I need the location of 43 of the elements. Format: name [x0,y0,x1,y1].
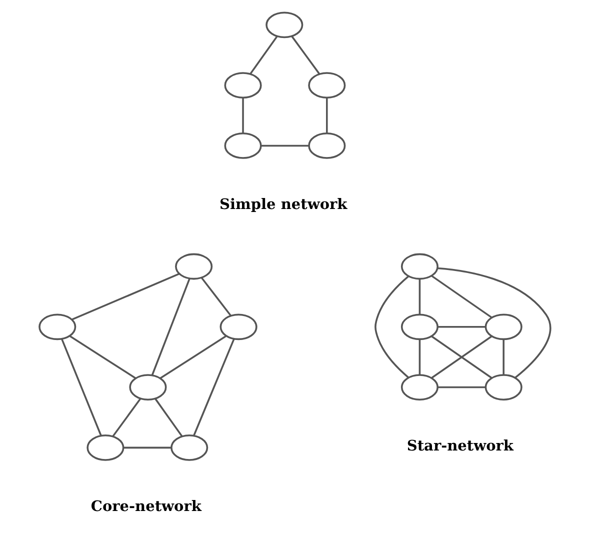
connector [418,339,421,375]
label: Core-network [90,498,202,515]
connector [60,338,102,436]
connector [193,338,235,436]
connector [151,278,190,376]
connector [418,278,421,314]
connector [431,275,492,318]
connector [261,144,309,147]
connector [374,276,410,378]
node-ellipse [266,12,304,38]
node-ellipse [129,374,167,400]
connector [291,36,320,74]
connector [502,339,504,375]
label: Star-network [406,437,514,454]
connector [438,267,552,378]
node-ellipse [224,72,262,99]
connector [438,326,486,328]
node-ellipse [170,434,208,461]
connector [326,98,328,134]
node-ellipse [400,314,438,340]
connector [72,273,180,320]
connector [123,446,172,449]
label: Simple network [220,196,348,213]
node-ellipse [38,314,76,340]
connector [112,398,142,437]
connector [431,336,492,379]
node-ellipse [484,314,522,340]
node-ellipse [308,72,346,99]
node-ellipse [484,374,522,400]
node-ellipse [224,132,262,159]
connector [69,335,136,379]
node-ellipse [308,132,346,159]
connector [438,386,486,388]
node-ellipse [400,253,438,280]
connector [250,36,278,75]
connector [200,277,232,316]
connector [160,335,226,379]
connector [154,398,183,437]
node-ellipse [86,434,124,461]
node-ellipse [220,314,258,340]
connector [242,98,244,134]
node-ellipse [175,253,213,280]
node-ellipse [400,374,438,400]
